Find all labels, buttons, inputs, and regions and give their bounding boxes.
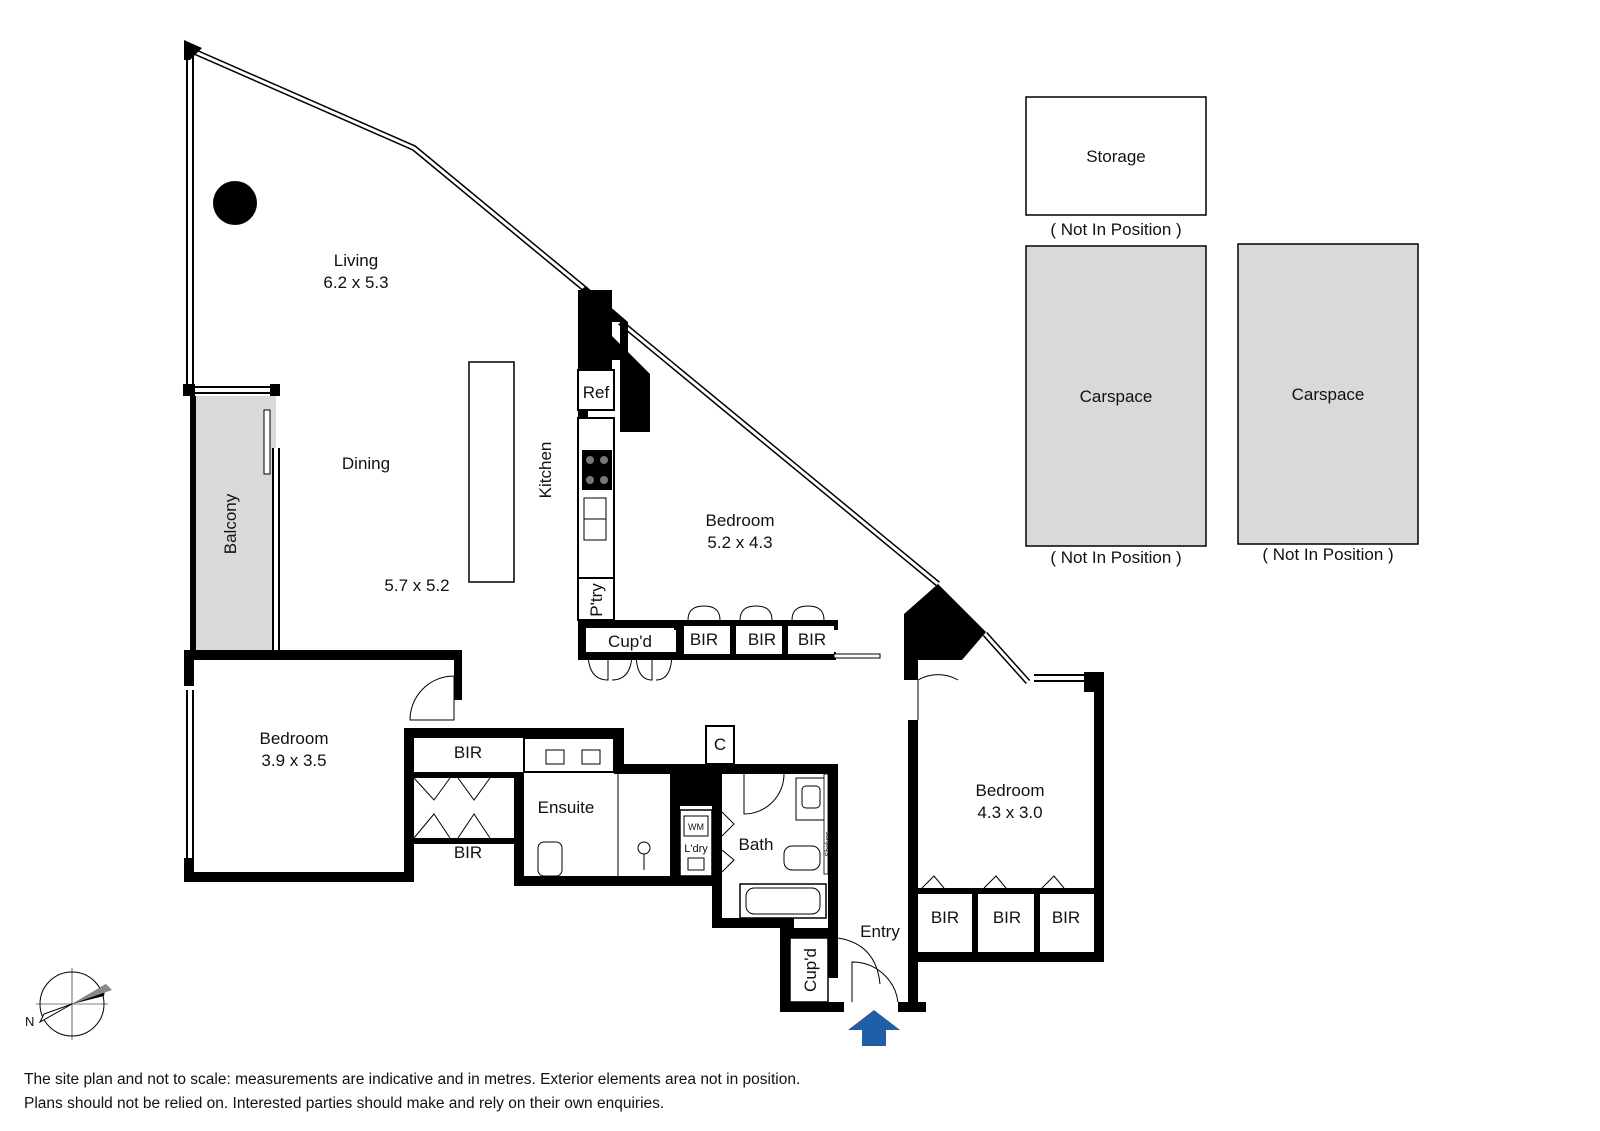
svg-text:Storage: Storage (1086, 147, 1146, 166)
disclaimer: The site plan and not to scale: measurem… (24, 1068, 800, 1116)
svg-text:BIR: BIR (798, 630, 826, 649)
bedroom-left-dims: 3.9 x 3.5 (261, 751, 326, 770)
island-bench (468, 361, 515, 583)
balcony-label: Balcony (221, 493, 240, 554)
door-swing (409, 675, 455, 721)
door-swing (851, 961, 899, 1003)
svg-text:BIR: BIR (748, 630, 776, 649)
compass-icon: N (25, 968, 112, 1040)
svg-text:BIR: BIR (993, 908, 1021, 927)
pantry-label: P'try (587, 583, 606, 617)
cooktop (582, 450, 612, 490)
svg-text:( Not In Position ): ( Not In Position ) (1050, 548, 1181, 567)
bir-centre: BIR BIR BIR (684, 605, 881, 659)
cupboard-kitchen-label: Cup'd (608, 632, 652, 651)
north-label: N (25, 1014, 34, 1029)
door-swing (837, 937, 881, 985)
disclaimer-line-2: Plans should not be relied on. Intereste… (24, 1095, 665, 1112)
svg-text:BIR: BIR (690, 630, 718, 649)
storage: Storage ( Not In Position ) (1025, 96, 1207, 239)
bedroom-left-label: Bedroom (260, 729, 329, 748)
bedroom-right-dims: 4.3 x 3.0 (977, 803, 1042, 822)
entry-arrow (848, 1010, 900, 1046)
kitchen-bench: Ref P'try (577, 369, 615, 621)
disclaimer-line-1: The site plan and not to scale: measurem… (24, 1071, 801, 1088)
carspace-left: Carspace ( Not In Position ) (1025, 245, 1207, 567)
c-label: C (714, 735, 726, 754)
living-label: Living (334, 251, 378, 270)
bath-toilet (783, 845, 821, 871)
bir-left-top-label: BIR (454, 743, 482, 762)
cupboard-entry-label: Cup'd (801, 948, 820, 992)
bir-left-bottom-label: BIR (454, 843, 482, 862)
door-swing (917, 674, 959, 720)
bedroom-centre-label: Bedroom (706, 511, 775, 530)
svg-text:BIR: BIR (1052, 908, 1080, 927)
entry-label: Entry (860, 922, 900, 941)
wm-label: WM (688, 822, 704, 832)
svg-text:( Not In Position ): ( Not In Position ) (1050, 220, 1181, 239)
glazing-diagonal (184, 45, 1031, 685)
laundry-label: L'dry (684, 843, 708, 855)
svg-text:( Not In Position ): ( Not In Position ) (1262, 545, 1393, 564)
svg-text:BIR: BIR (931, 908, 959, 927)
kitchen-label: Kitchen (536, 442, 555, 499)
bedroom-centre-dims: 5.2 x 4.3 (707, 533, 772, 552)
svg-text:Carspace: Carspace (1080, 387, 1153, 406)
carspace-right: Carspace ( Not In Position ) (1237, 243, 1419, 564)
glazing-left (186, 52, 1094, 862)
svg-text:Shelves: Shelves (825, 831, 832, 856)
bath-label: Bath (739, 835, 774, 854)
ensuite-label: Ensuite (538, 798, 595, 817)
bedroom-right-label: Bedroom (976, 781, 1045, 800)
dining-dims: 5.7 x 5.2 (384, 576, 449, 595)
balcony-area (196, 396, 276, 652)
shower-head (637, 841, 651, 855)
svg-text:Carspace: Carspace (1292, 385, 1365, 404)
ref-label: Ref (583, 383, 610, 402)
ensuite-toilet (537, 841, 563, 877)
dining-label: Dining (342, 454, 390, 473)
door-swing (743, 773, 785, 815)
column (213, 181, 257, 225)
walls (184, 286, 1104, 1012)
living-dims: 6.2 x 5.3 (323, 273, 388, 292)
bir-right: BIR BIR BIR (921, 875, 1080, 927)
